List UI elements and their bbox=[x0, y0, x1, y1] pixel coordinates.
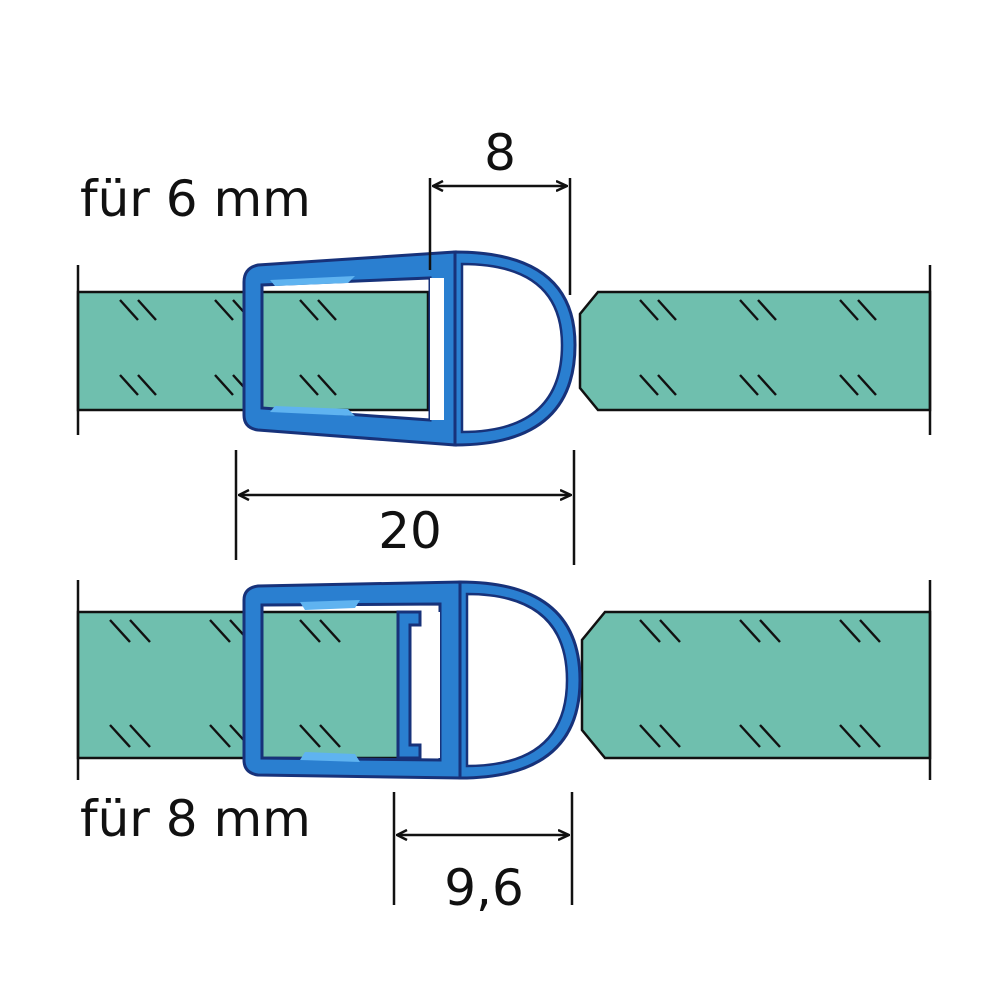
dimension-top-bulb: 8 bbox=[428, 124, 572, 295]
dimension-bottom-bulb: 9,6 bbox=[392, 792, 574, 917]
label-top-glass: für 6 mm bbox=[80, 170, 311, 228]
bottom-seal-profile bbox=[242, 580, 582, 780]
bottom-right-hatching bbox=[639, 619, 881, 748]
top-assembly: 8 20 für 6 mm bbox=[76, 124, 932, 565]
dimension-label-top-bulb: 8 bbox=[484, 124, 516, 182]
top-right-hatching bbox=[639, 299, 877, 396]
label-bottom-glass: für 8 mm bbox=[80, 790, 311, 848]
dimension-total-width: 20 bbox=[234, 450, 576, 565]
bottom-right-glass bbox=[580, 610, 932, 760]
dimension-label-bottom-bulb: 9,6 bbox=[444, 859, 524, 917]
bottom-assembly: 9,6 für 8 mm bbox=[76, 580, 932, 917]
top-seal-profile bbox=[242, 250, 577, 447]
dimension-label-total-width: 20 bbox=[378, 502, 442, 560]
